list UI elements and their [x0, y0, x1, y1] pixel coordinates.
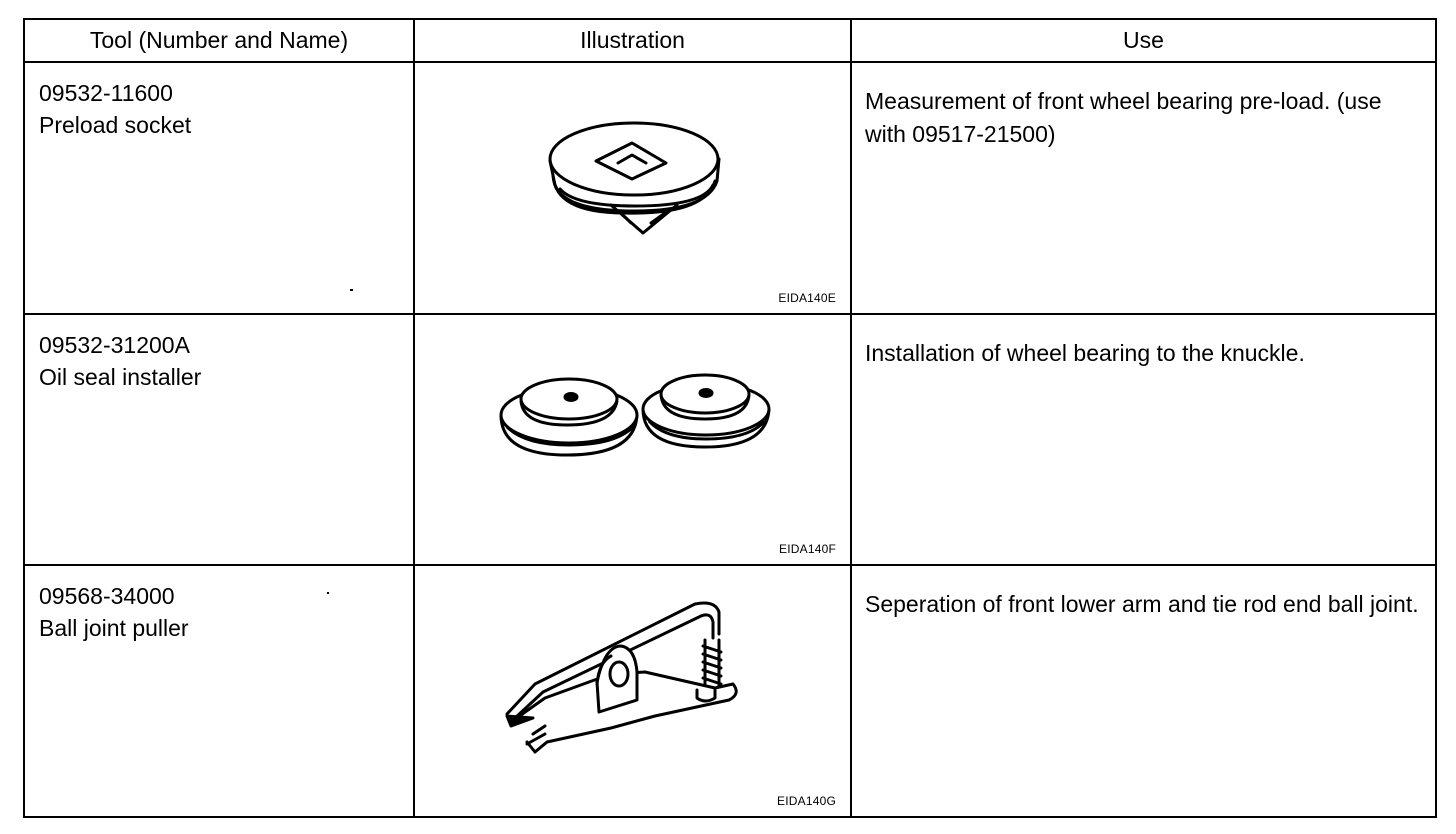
special-tools-table: Tool (Number and Name) Illustration Use …: [23, 18, 1437, 818]
illustration-code: EIDA140G: [777, 794, 836, 808]
preload-socket-drawing: [548, 121, 721, 235]
table-row: 09532-11600 Preload socket: [23, 61, 1437, 315]
tool-name: Preload socket: [39, 112, 192, 138]
tool-number: 09532-31200A: [39, 331, 190, 358]
scan-speck: [327, 592, 329, 595]
table-row: 09532-31200A Oil seal installer: [23, 312, 1437, 567]
header-use: Use: [850, 18, 1437, 63]
tool-name: Oil seal installer: [39, 363, 202, 390]
use-text: Measurement of front wheel bearing pre-l…: [865, 88, 1382, 147]
header-row: Tool (Number and Name) Illustration Use: [23, 18, 1437, 63]
illustration-cell: EIDA140E: [413, 61, 852, 315]
tool-cell: 09532-11600 Preload socket: [23, 61, 415, 315]
tool-cell: 09568-34000 Ball joint puller: [23, 564, 415, 818]
header-tool: Tool (Number and Name): [23, 18, 415, 63]
oil-seal-installer-drawing: [499, 373, 771, 457]
tool-number: 09532-11600: [39, 80, 173, 106]
use-text: Seperation of front lower arm and tie ro…: [865, 591, 1419, 618]
illustration-cell: EIDA140G: [413, 564, 852, 818]
use-cell: Installation of wheel bearing to the knu…: [850, 312, 1437, 567]
tool-name: Ball joint puller: [39, 615, 189, 642]
table-row: 09568-34000 Ball joint puller: [23, 564, 1437, 818]
illustration-code: EIDA140E: [778, 290, 836, 305]
illustration-code: EIDA140F: [779, 542, 836, 557]
use-cell: Measurement of front wheel bearing pre-l…: [850, 61, 1437, 315]
header-illustration: Illustration: [413, 18, 852, 63]
ball-joint-puller-drawing: [505, 601, 738, 754]
use-text: Installation of wheel bearing to the knu…: [865, 339, 1305, 366]
tool-cell: 09532-31200A Oil seal installer: [23, 312, 415, 567]
illustration-cell: EIDA140F: [413, 312, 852, 567]
use-cell: Seperation of front lower arm and tie ro…: [850, 564, 1437, 818]
tool-number: 09568-34000: [39, 583, 175, 610]
scan-speck: [350, 289, 353, 291]
